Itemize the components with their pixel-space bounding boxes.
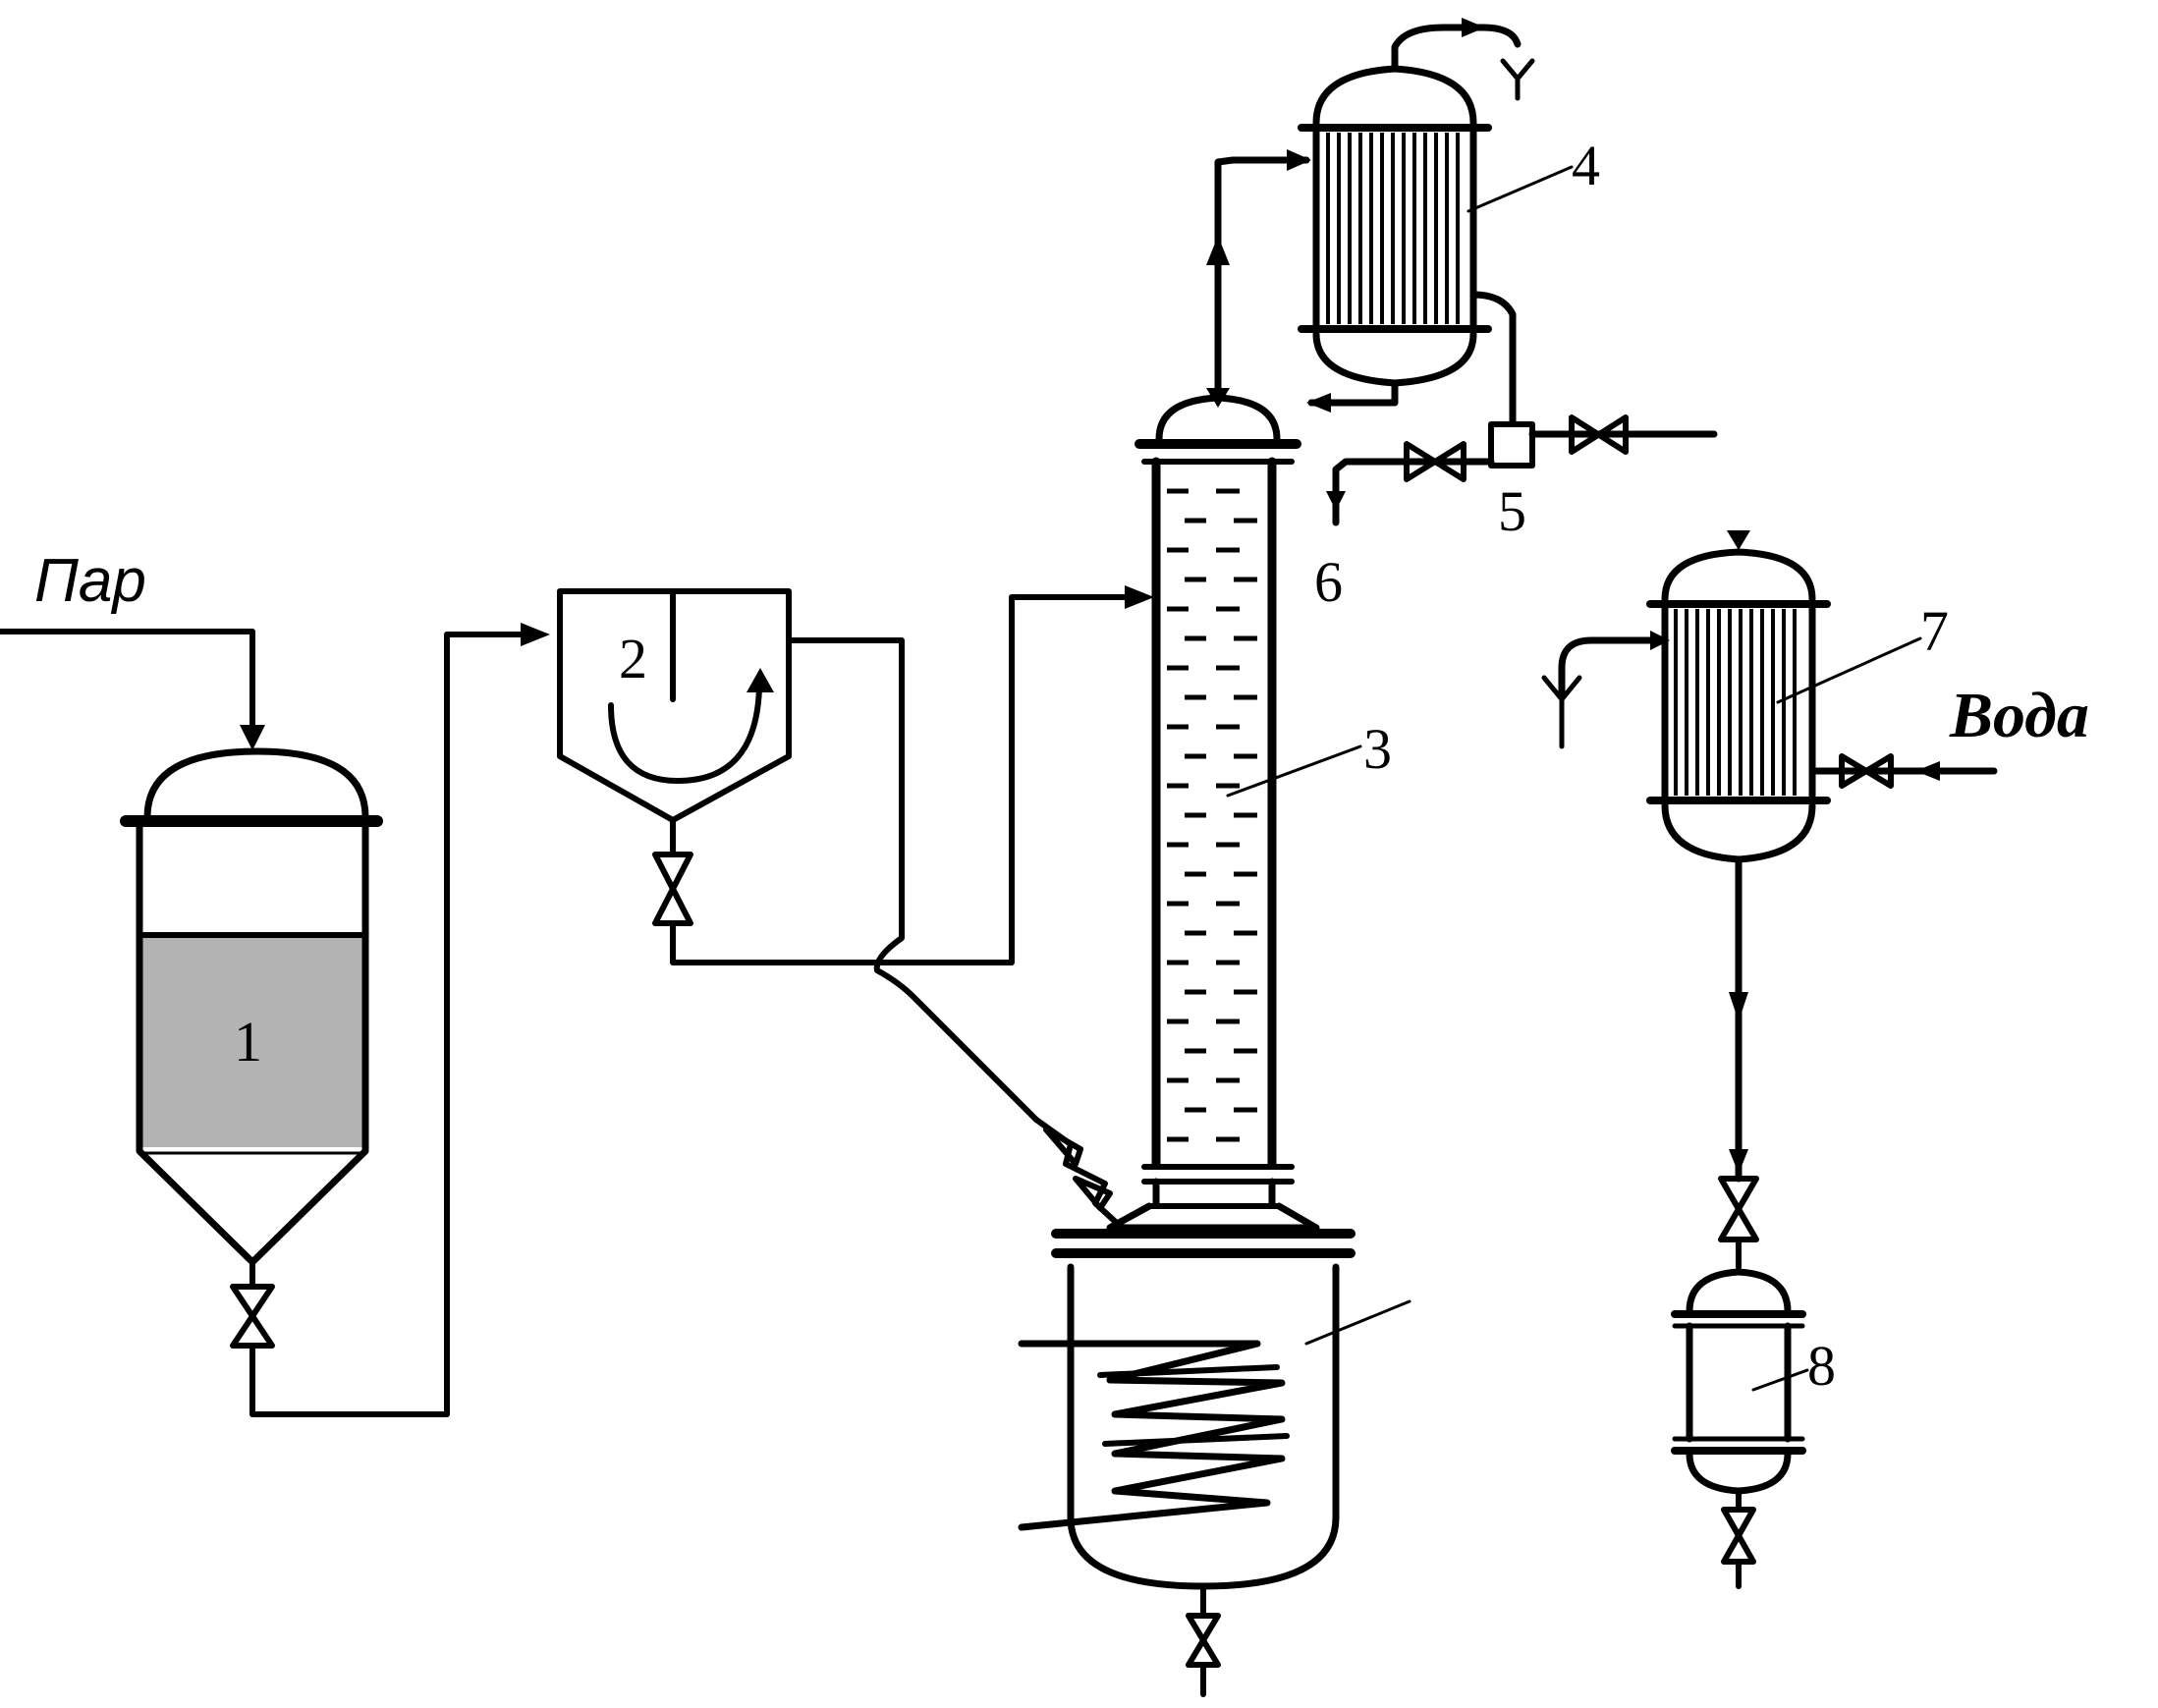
still-reboiler	[1018, 1263, 1411, 1590]
vessel-1-charge	[139, 933, 365, 1147]
pipe-2-to-column	[670, 594, 1142, 965]
distributor-5	[1488, 421, 1535, 468]
condenser-4: 4	[1298, 65, 1600, 387]
receiver-8: 8	[1671, 1268, 1836, 1495]
steam-label: Пар	[34, 547, 146, 615]
column-base	[1051, 1178, 1356, 1258]
label-8: 8	[1807, 1334, 1836, 1398]
cooling-out-4	[1391, 24, 1522, 73]
arrow-into-column	[1125, 585, 1154, 609]
valve-3-icon[interactable]	[1033, 1117, 1123, 1229]
valve-2-icon[interactable]	[652, 817, 693, 926]
reflux-line	[1332, 458, 1495, 526]
valve-distillate-icon[interactable]	[1569, 414, 1629, 455]
valve-still-icon[interactable]	[1186, 1583, 1221, 1697]
valve-water-icon[interactable]	[1839, 753, 1894, 789]
column-3: 3	[1134, 394, 1392, 1185]
label-2: 2	[619, 627, 647, 690]
valve-reflux-icon[interactable]	[1404, 441, 1466, 482]
valve-product-icon[interactable]	[1718, 1176, 1759, 1270]
cooler-7: 7	[1646, 548, 1949, 863]
label-7: 7	[1920, 599, 1949, 663]
valve-1-icon[interactable]	[230, 1259, 275, 1349]
valve-receiver-icon[interactable]	[1721, 1488, 1756, 1589]
steam-line	[0, 629, 255, 738]
vapor-line	[1214, 156, 1310, 402]
column-trays	[1167, 488, 1257, 1142]
label-4: 4	[1572, 134, 1600, 197]
label-1: 1	[234, 1010, 262, 1074]
arrow-into-2	[521, 623, 550, 646]
label-6: 6	[1314, 550, 1343, 614]
cooler-7-tubes	[1674, 609, 1797, 796]
vessel-1: 1	[120, 747, 383, 1266]
pipe-2-overflow	[786, 637, 1039, 1123]
label-3: 3	[1363, 717, 1392, 781]
label-5: 5	[1498, 479, 1526, 543]
cooling-in-4	[1307, 379, 1399, 407]
cooling-out-7	[1558, 636, 1669, 696]
condenser-4-tubes	[1326, 133, 1460, 324]
vessel-2: 2	[557, 588, 792, 823]
steam-arrow	[240, 725, 265, 750]
pipe-1-to-2	[249, 632, 538, 1417]
water-label: Вода	[1949, 680, 2089, 751]
condensate-line	[1469, 291, 1517, 426]
